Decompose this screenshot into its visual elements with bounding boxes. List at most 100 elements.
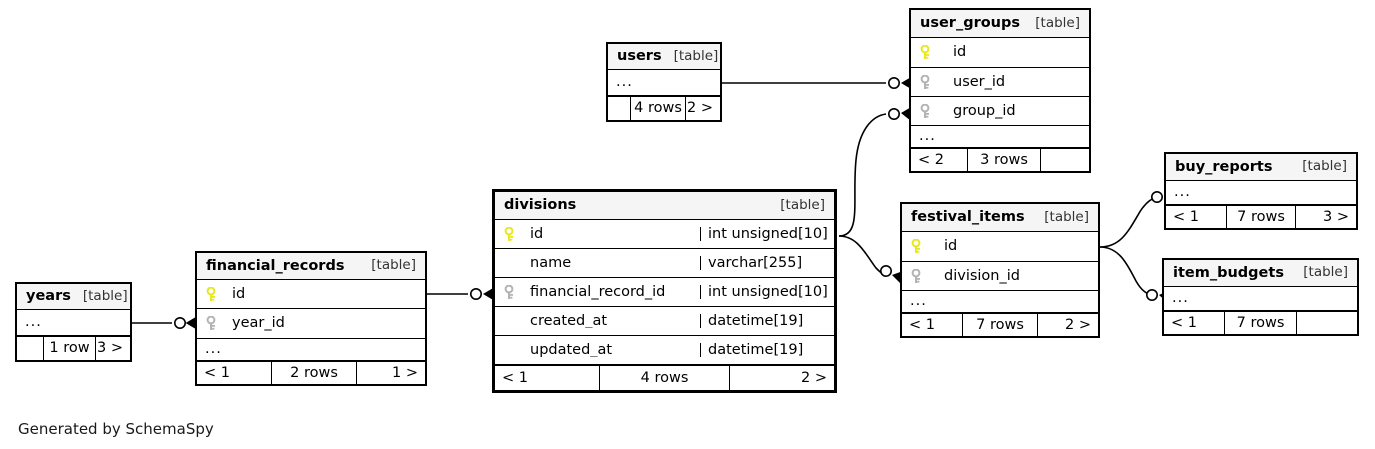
table-item_budgets-footer-center: 7 rows	[1224, 312, 1297, 334]
table-row[interactable]: id	[902, 232, 1098, 262]
table-financial_records[interactable]: financial_records [table] id year_id ...…	[195, 251, 427, 386]
table-financial_records-header: financial_records [table]	[197, 253, 425, 280]
table-festival_items-tag: [table]	[1044, 208, 1089, 225]
table-festival_items-footer: < 1 7 rows 2 >	[902, 313, 1098, 336]
column-name: group_id	[953, 103, 1016, 119]
table-festival_items-footer-left[interactable]: < 1	[909, 316, 935, 333]
column-name: updated_at	[530, 342, 613, 358]
table-years-footer-center: 1 row	[43, 337, 96, 360]
column-name: id	[944, 239, 958, 254]
edge-festival_items-buy_reports	[1099, 196, 1158, 248]
table-user_groups-name: user_groups	[920, 15, 1021, 32]
table-years-footer: 1 row 3 >	[17, 336, 130, 360]
table-users-ellipsis: ...	[608, 70, 720, 96]
table-buy_reports-header: buy_reports [table]	[1166, 154, 1356, 181]
table-financial_records-footer-center: 2 rows	[271, 362, 357, 384]
primary-key-icon	[919, 45, 939, 60]
table-users-tag: [table]	[673, 47, 719, 64]
table-festival_items-footer-right[interactable]: 2 >	[1065, 316, 1091, 333]
table-buy_reports-footer-center: 7 rows	[1226, 206, 1296, 228]
table-user_groups-footer-left[interactable]: < 2	[918, 151, 944, 168]
column-type: datetime[19]	[700, 343, 834, 358]
column-name: id	[232, 286, 246, 302]
table-divisions-name: divisions	[504, 197, 577, 214]
table-financial_records-footer-left[interactable]: < 1	[204, 364, 230, 381]
table-item_budgets-ellipsis: ...	[1164, 287, 1357, 311]
table-years[interactable]: years [table] ... 1 row 3 >	[15, 282, 132, 362]
table-row[interactable]: division_id	[902, 262, 1098, 291]
edge-divisions-user_groups	[838, 113, 887, 237]
table-festival_items[interactable]: festival_items [table] id division_id ..…	[900, 202, 1100, 338]
table-users[interactable]: users [table] ... 4 rows 2 >	[606, 42, 722, 122]
table-users-header: users [table]	[608, 44, 720, 70]
table-divisions-footer: < 1 4 rows 2 >	[495, 365, 834, 390]
table-item_budgets-footer-left[interactable]: < 1	[1171, 314, 1197, 331]
table-row[interactable]: user_id	[911, 68, 1089, 97]
table-users-name: users	[617, 48, 662, 65]
table-row[interactable]: financial_record_id int unsigned[10]	[495, 278, 834, 307]
column-name: year_id	[232, 316, 285, 331]
table-financial_records-tag: [table]	[371, 257, 416, 274]
table-buy_reports-footer-left[interactable]: < 1	[1173, 208, 1199, 225]
table-buy_reports-footer: < 1 7 rows 3 >	[1166, 205, 1356, 228]
table-years-footer-left[interactable]	[17, 337, 43, 360]
table-buy_reports[interactable]: buy_reports [table] ... < 1 7 rows 3 >	[1164, 152, 1358, 230]
table-years-name: years	[26, 288, 71, 305]
table-financial_records-ellipsis: ...	[197, 339, 425, 361]
table-users-footer: 4 rows 2 >	[608, 96, 720, 120]
table-user_groups-footer-right[interactable]	[1041, 149, 1089, 171]
foreign-key-icon	[910, 268, 930, 284]
table-divisions[interactable]: divisions [table] id int unsigned[10] na…	[492, 189, 837, 393]
table-buy_reports-footer-right[interactable]: 3 >	[1323, 208, 1349, 225]
foreign-key-icon	[205, 316, 225, 331]
table-row[interactable]: id int unsigned[10]	[495, 220, 834, 249]
table-festival_items-name: festival_items	[911, 209, 1025, 226]
table-item_budgets-header: item_budgets [table]	[1164, 260, 1357, 287]
column-name: division_id	[944, 268, 1020, 284]
table-users-footer-right[interactable]: 2 >	[687, 100, 713, 117]
table-users-footer-center: 4 rows	[630, 97, 686, 120]
column-type: datetime[19]	[700, 314, 834, 329]
table-divisions-header: divisions [table]	[495, 192, 834, 220]
table-divisions-footer-right[interactable]: 2 >	[801, 369, 827, 386]
table-row[interactable]: updated_at datetime[19]	[495, 336, 834, 365]
table-divisions-footer-center: 4 rows	[599, 366, 730, 390]
table-user_groups-tag: [table]	[1035, 14, 1080, 31]
primary-key-icon	[503, 226, 523, 242]
table-users-footer-left[interactable]	[608, 97, 630, 120]
table-user_groups-ellipsis: ...	[911, 126, 1089, 148]
table-years-footer-right[interactable]: 3 >	[97, 340, 123, 357]
table-buy_reports-tag: [table]	[1302, 158, 1347, 175]
column-type: int unsigned[10]	[700, 285, 834, 300]
foreign-key-icon	[919, 103, 939, 119]
column-name: id	[530, 226, 544, 242]
table-item_budgets-name: item_budgets	[1173, 264, 1284, 281]
table-row[interactable]: created_at datetime[19]	[495, 307, 834, 336]
foreign-key-icon	[919, 74, 939, 90]
column-name: created_at	[530, 313, 608, 329]
table-buy_reports-name: buy_reports	[1175, 158, 1273, 175]
table-user_groups-footer-center: 3 rows	[967, 149, 1041, 171]
primary-key-icon	[205, 286, 225, 302]
table-row[interactable]: year_id	[197, 309, 425, 339]
table-years-tag: [table]	[82, 287, 128, 304]
table-item_budgets-footer-right[interactable]	[1297, 312, 1357, 334]
table-row[interactable]: id	[911, 38, 1089, 68]
column-type: int unsigned[10]	[700, 227, 834, 242]
table-divisions-footer-left[interactable]: < 1	[502, 369, 528, 386]
column-name: financial_record_id	[530, 284, 666, 300]
table-buy_reports-ellipsis: ...	[1166, 181, 1356, 205]
table-user_groups-header: user_groups [table]	[911, 10, 1089, 38]
table-financial_records-footer-right[interactable]: 1 >	[392, 364, 418, 381]
table-item_budgets-tag: [table]	[1303, 264, 1348, 281]
table-row[interactable]: group_id	[911, 97, 1089, 126]
table-row[interactable]: name varchar[255]	[495, 249, 834, 278]
table-financial_records-name: financial_records	[206, 257, 345, 274]
foreign-key-icon	[503, 284, 523, 300]
primary-key-icon	[910, 239, 930, 254]
column-type: varchar[255]	[700, 256, 834, 271]
table-user_groups[interactable]: user_groups [table] id user_id	[909, 8, 1091, 173]
table-item_budgets[interactable]: item_budgets [table] ... < 1 7 rows	[1162, 258, 1359, 336]
table-row[interactable]: id	[197, 280, 425, 309]
table-financial_records-footer: < 1 2 rows 1 >	[197, 361, 425, 384]
